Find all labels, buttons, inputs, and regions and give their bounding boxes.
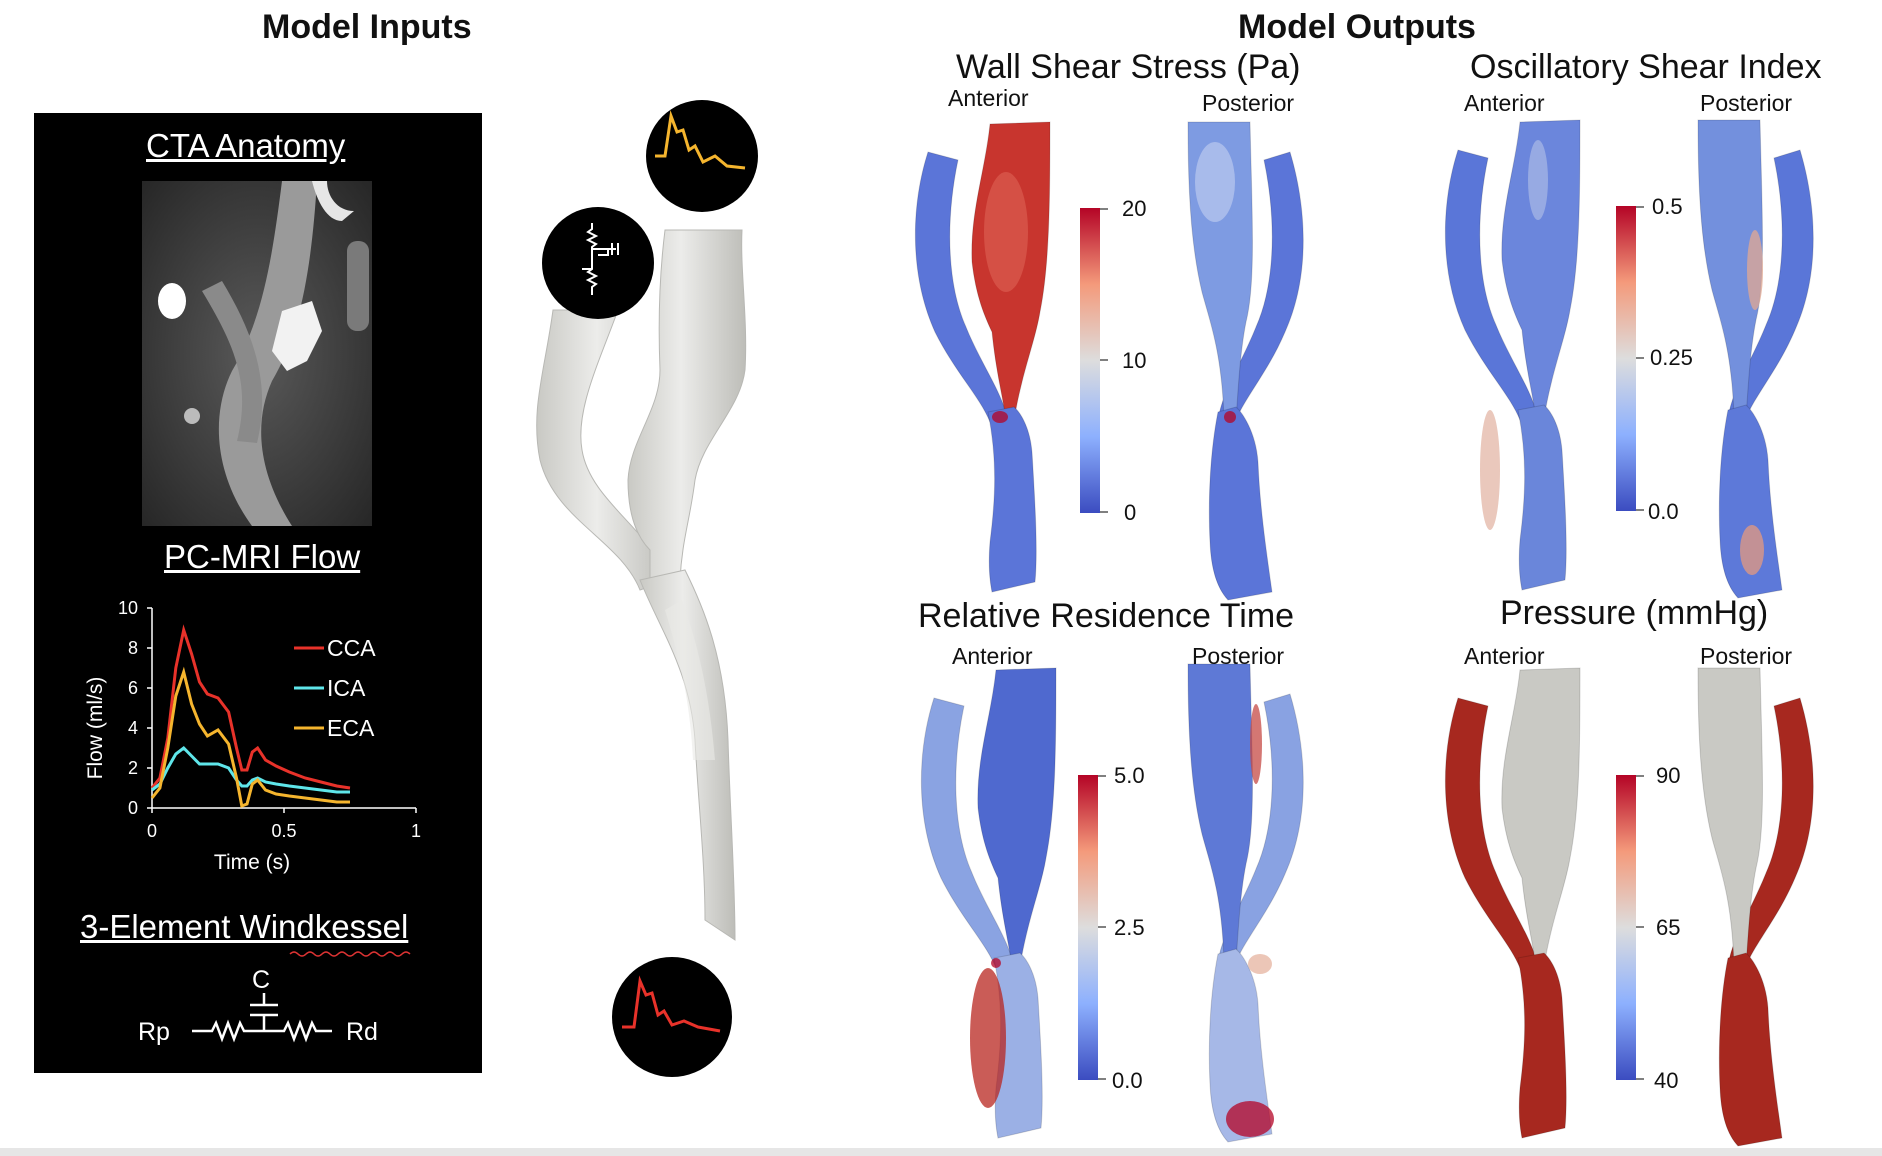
osi-anterior-vessel-hotspot (1480, 410, 1500, 530)
wss-posterior-label: Posterior (1202, 90, 1295, 116)
windkessel-title: 3-Element Windkessel (80, 908, 409, 945)
osi-posterior-vessel-hotspot (1747, 230, 1763, 310)
wss-posterior-vessel (1187, 121, 1304, 601)
flow-chart-y-tick-label: 4 (128, 718, 138, 738)
wss-colorbar (1080, 208, 1108, 513)
wss-anterior-vessel (914, 121, 1051, 593)
rrt-anterior-vessel-hotspot (991, 958, 1001, 968)
pressure-tick-min: 40 (1654, 1068, 1679, 1093)
flow-chart-y-tick-label: 0 (128, 798, 138, 818)
windkessel-circuit-icon (192, 993, 332, 1043)
rrt-anterior-vessel-branch-b (977, 667, 1057, 967)
flow-chart-x-label: Time (s) (214, 851, 290, 874)
wss-posterior-vessel-trunk (1208, 406, 1273, 601)
wss-panel-title: Wall Shear Stress (Pa) (956, 48, 1301, 86)
legend-label-cca: CCA (327, 635, 376, 661)
rrt-posterior-vessel-trunk (1208, 948, 1273, 1143)
rrt-tick-mid: 2.5 (1114, 915, 1145, 940)
osi-anterior-vessel-hotspot (1528, 140, 1548, 220)
flow-chart-x-tick-label: 0 (147, 821, 157, 841)
osi-anterior-label: Anterior (1464, 90, 1545, 116)
windkessel-wavy-underline (289, 951, 411, 957)
wss-posterior-vessel-hotspot (1224, 411, 1236, 423)
rrt-panel-title: Relative Residence Time (918, 597, 1295, 635)
osi-posterior-vessel-trunk (1718, 404, 1783, 599)
wss-anterior-label: Anterior (948, 85, 1029, 111)
windkessel-c-label: C (252, 966, 271, 994)
wss-posterior-vessel-hotspot (1195, 142, 1235, 222)
flow-chart-y-tick-label: 10 (118, 598, 138, 618)
pressure-anterior-vessel-branch-b (1501, 667, 1581, 967)
pressure-tick-max: 90 (1656, 763, 1681, 788)
legend-label-eca: ECA (327, 715, 375, 741)
osi-posterior-vessel-hotspot (1740, 525, 1764, 575)
wss-tick-mid: 10 (1122, 348, 1147, 373)
wss-anterior-vessel-hotspot (984, 172, 1028, 292)
pressure-colorbar (1616, 775, 1644, 1080)
osi-posterior-vessel (1697, 119, 1814, 599)
rrt-anterior-vessel-hotspot (970, 968, 1006, 1108)
model-inputs-title: Model Inputs (262, 8, 472, 46)
pressure-anterior-vessel-trunk (1517, 952, 1567, 1139)
pressure-tick-mid: 65 (1656, 915, 1681, 940)
flow-chart-x-tick-label: 0.5 (271, 821, 296, 841)
wss-anterior-vessel-hotspot (992, 411, 1008, 423)
osi-tick-max: 0.5 (1652, 194, 1683, 219)
eca-outlet-windkessel-icon (542, 207, 654, 319)
pressure-anterior-label: Anterior (1464, 643, 1545, 669)
carotid-geometry-model (536, 229, 747, 941)
osi-anterior-vessel-branch-b (1501, 119, 1581, 419)
legend-label-ica: ICA (327, 675, 366, 701)
osi-colorbar (1616, 206, 1644, 511)
flow-chart-y-tick-label: 2 (128, 758, 138, 778)
osi-tick-min: 0.0 (1648, 499, 1679, 524)
osi-anterior-vessel-trunk (1517, 404, 1567, 591)
flow-series-eca-line (150, 666, 350, 809)
rrt-posterior-vessel-hotspot (1250, 704, 1262, 784)
flow-series-cca-line (150, 624, 351, 790)
wss-tick-min: 0 (1124, 500, 1137, 525)
cca-inlet-waveform-icon (612, 957, 732, 1077)
rrt-tick-max: 5.0 (1114, 763, 1145, 788)
wss-tick-max: 20 (1122, 196, 1147, 221)
pressure-panel-title: Pressure (mmHg) (1500, 594, 1769, 632)
rrt-colorbar (1078, 775, 1106, 1080)
flow-chart-y-tick-label: 8 (128, 638, 138, 658)
cta-anatomy-image (142, 181, 372, 526)
pc-mri-flow-title: PC-MRI Flow (164, 538, 361, 575)
windkessel-rd-label: Rd (346, 1018, 378, 1046)
rrt-posterior-vessel-hotspot (1248, 954, 1272, 974)
pressure-posterior-vessel (1697, 667, 1814, 1147)
flow-chart-y-tick-label: 6 (128, 678, 138, 698)
pressure-anterior-vessel (1444, 667, 1581, 1139)
osi-anterior-vessel (1444, 119, 1581, 591)
flow-chart-x-tick-label: 1 (411, 821, 421, 841)
rrt-posterior-vessel-hotspot (1226, 1101, 1274, 1137)
pressure-posterior-vessel-trunk (1718, 952, 1783, 1147)
rrt-anterior-label: Anterior (952, 643, 1033, 669)
flow-series-ica-line (151, 746, 350, 794)
osi-tick-mid: 0.25 (1650, 345, 1693, 370)
wss-anterior-vessel-trunk (987, 406, 1037, 593)
model-outputs-title: Model Outputs (1238, 8, 1476, 46)
bottom-border-strip (0, 1148, 1882, 1156)
rrt-anterior-vessel (920, 667, 1057, 1139)
cta-anatomy-title: CTA Anatomy (146, 127, 346, 164)
rrt-tick-min: 0.0 (1112, 1068, 1143, 1093)
rrt-posterior-vessel (1187, 663, 1304, 1143)
ica-outlet-waveform-icon (646, 100, 758, 212)
windkessel-rp-label: Rp (138, 1018, 170, 1046)
osi-panel-title: Oscillatory Shear Index (1470, 48, 1822, 86)
pressure-posterior-label: Posterior (1700, 643, 1793, 669)
osi-posterior-label: Posterior (1700, 90, 1793, 116)
flow-chart-y-label: Flow (ml/s) (84, 677, 107, 780)
